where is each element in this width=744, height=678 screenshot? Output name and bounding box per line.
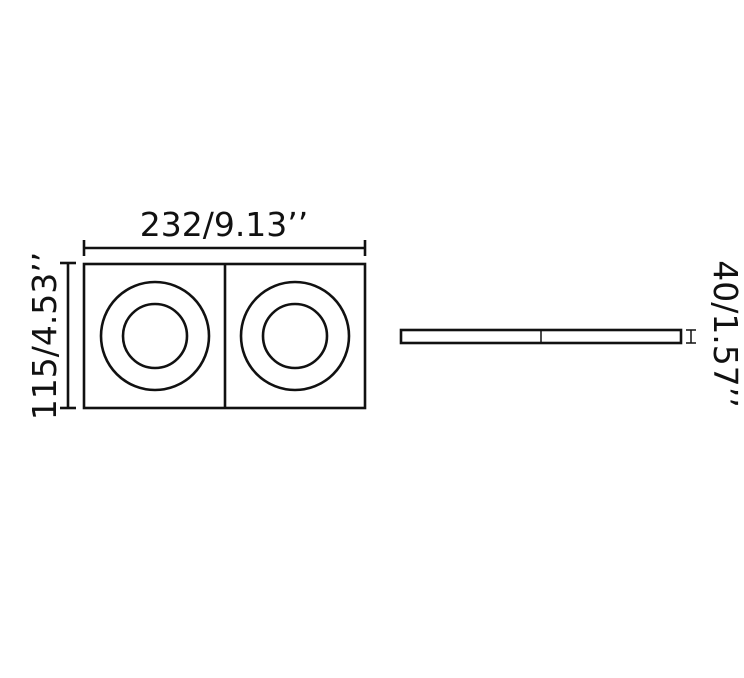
module-left-inner-ring bbox=[121, 302, 189, 370]
side-view bbox=[399, 328, 683, 345]
depth-dimension-label: 40/1.57’’ bbox=[706, 260, 744, 408]
height-dimension-label: 115/4.53’’ bbox=[25, 252, 64, 421]
module-left bbox=[99, 280, 211, 392]
height-dimension: 115/4.53’’ bbox=[25, 252, 76, 421]
top-view bbox=[82, 262, 367, 410]
module-right bbox=[239, 280, 351, 392]
width-dimension-label: 232/9.13’’ bbox=[140, 205, 309, 244]
module-right-outer-ring bbox=[239, 280, 351, 392]
module-left-outer-ring bbox=[99, 280, 211, 392]
width-dimension: 232/9.13’’ bbox=[82, 205, 367, 256]
module-right-inner-ring bbox=[261, 302, 329, 370]
depth-dimension: 40/1.57’’ bbox=[686, 260, 744, 408]
